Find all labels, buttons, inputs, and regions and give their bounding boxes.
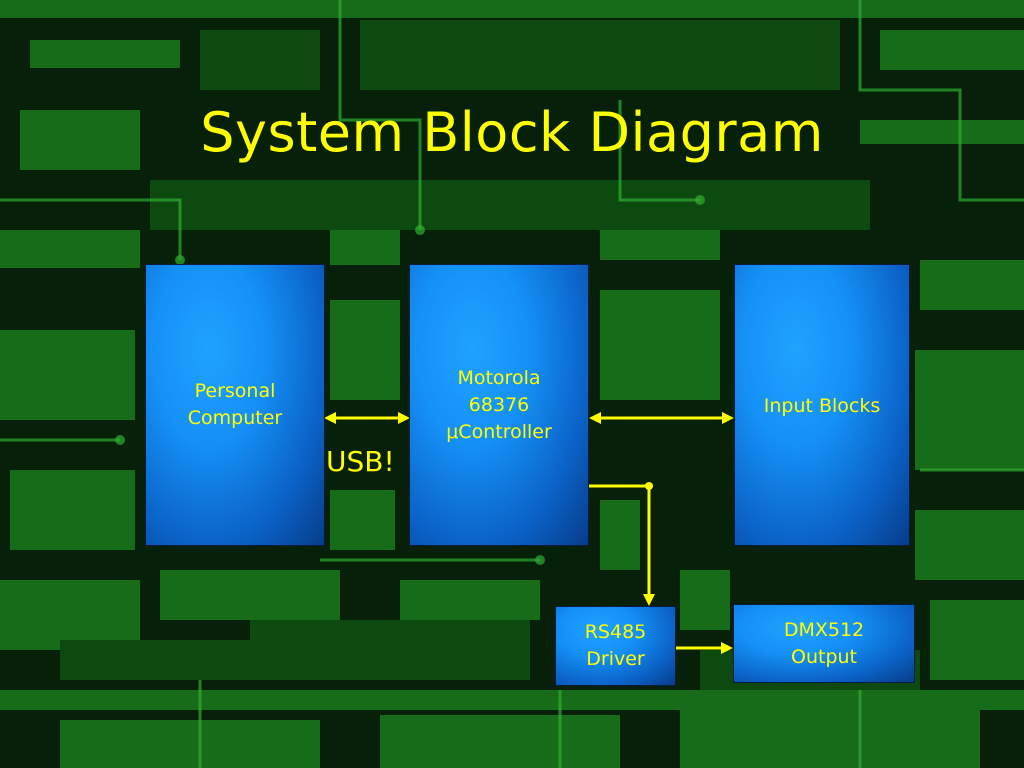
block-label: 68376 (468, 394, 530, 416)
arrow-right-head (721, 642, 733, 654)
block-label: Input Blocks (763, 395, 881, 417)
arrow-down-head (643, 594, 655, 606)
input-blocks-block: Input Blocks (734, 264, 910, 546)
rs485-driver-block: RS485 Driver (555, 606, 676, 686)
arrow-right-head (398, 412, 410, 424)
arrow-left-head (589, 412, 601, 424)
block-label: Computer (187, 407, 283, 429)
block-label: Motorola (457, 367, 541, 389)
junction-dot (645, 482, 653, 490)
arrow-left-head (324, 412, 336, 424)
block-label: μController (446, 421, 552, 443)
personal-computer-block: Personal Computer (145, 264, 325, 546)
block-label: Driver (586, 648, 645, 670)
dmx512-output-block: DMX512 Output (733, 604, 915, 683)
slide-title: System Block Diagram (200, 101, 824, 164)
block-label: Personal (194, 380, 276, 402)
block-label: Output (791, 645, 857, 668)
block-label: DMX512 (783, 618, 865, 641)
arrow-right-head (722, 412, 734, 424)
rs485-link-line (589, 484, 651, 596)
controller-block: Motorola 68376 μController (409, 264, 589, 546)
block-label: RS485 (584, 621, 647, 643)
usb-label: USB! (326, 445, 395, 478)
